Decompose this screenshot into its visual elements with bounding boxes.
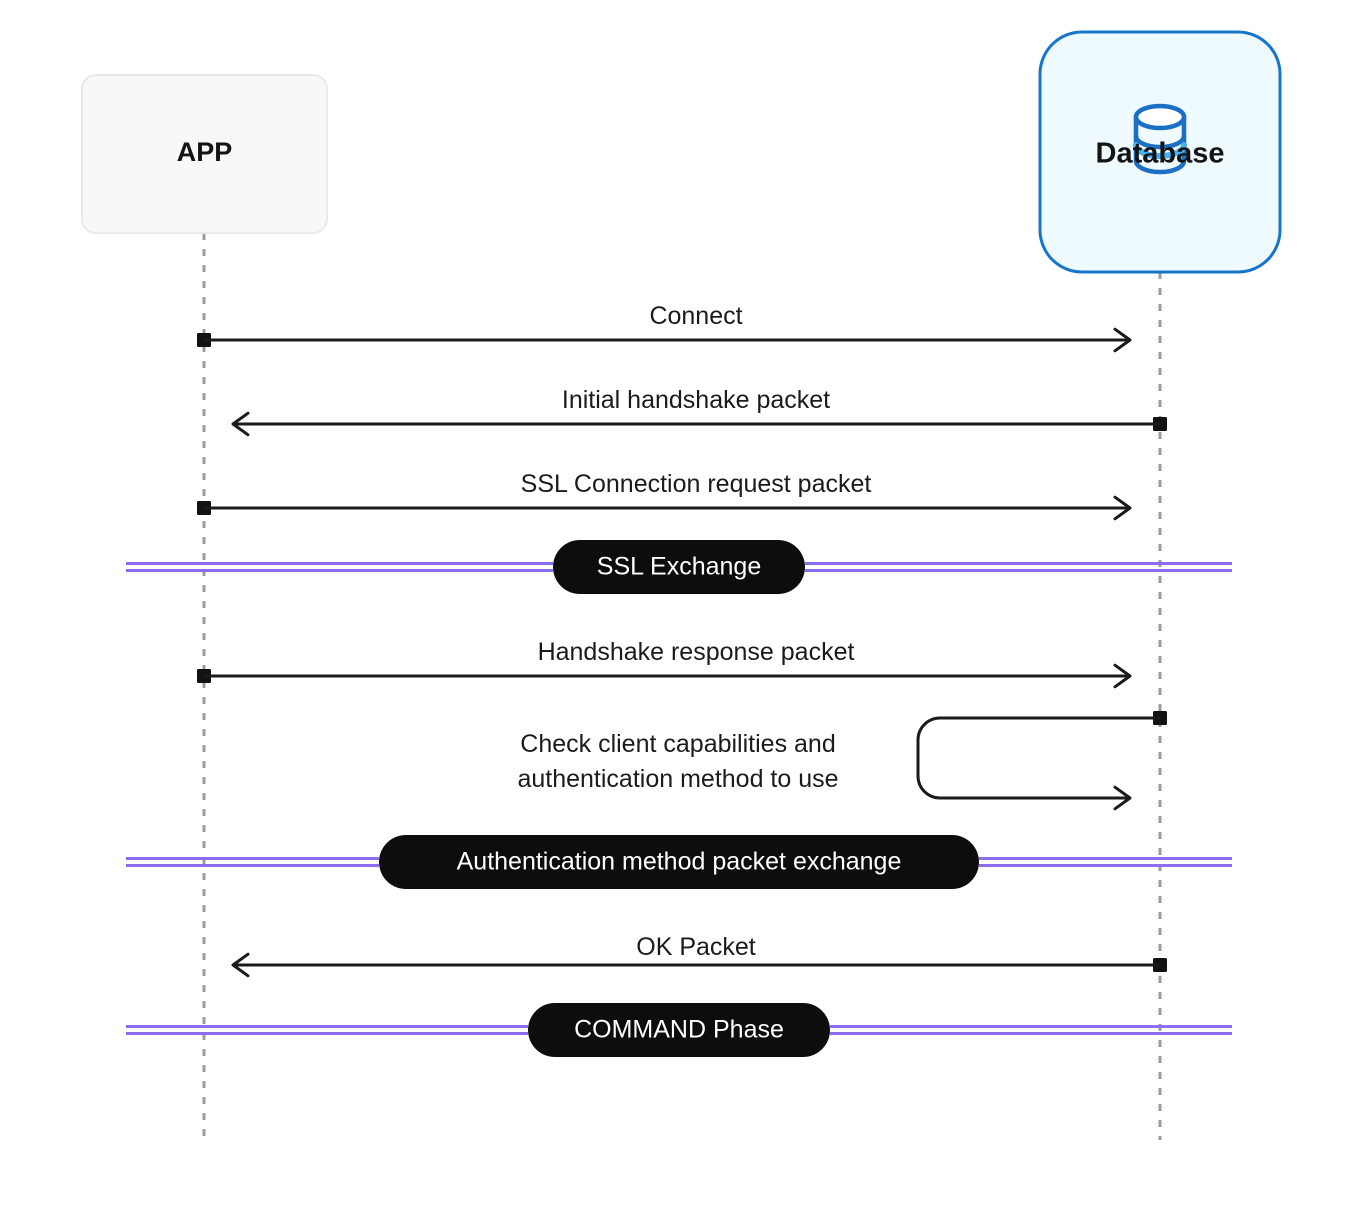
message-label: SSL Connection request packet [521,470,872,498]
message-arrowhead [231,952,250,978]
divider-pill [528,1003,830,1057]
self-message-arrowhead [1113,785,1132,811]
divider-label: Authentication method packet exchange [457,848,902,876]
message-ok-packet: OK Packet [231,933,1167,978]
participant-app[interactable]: APP [81,74,328,234]
divider-ssl-exchange: SSL Exchange [126,540,1232,594]
message-initial-handshake: Initial handshake packet [231,386,1167,437]
message-handshake-response: Handshake response packet [197,638,1132,689]
message-arrowhead [231,411,250,437]
participant-database-label: Database [1096,138,1225,170]
self-message-check-capabilities: Check client capabilities and authenticat… [517,711,1167,811]
message-arrowhead [1113,327,1132,353]
self-message-path [916,716,1160,800]
divider-pill [379,835,979,889]
database-cylinder-icon [1133,103,1187,175]
message-label: Initial handshake packet [562,386,830,414]
divider-command-phase: COMMAND Phase [126,1003,1232,1057]
message-label: OK Packet [636,933,756,961]
self-message-label-line1: Check client capabilities and [520,730,835,758]
lifelines [202,233,1162,1140]
participant-app-label: APP [177,137,233,167]
participant-app-box[interactable] [81,74,328,234]
self-message-label-line2: authentication method to use [517,765,838,793]
divider-pill [553,540,805,594]
message-arrowhead [1113,663,1132,689]
message-arrowhead [1113,495,1132,521]
message-connect: Connect [197,302,1132,353]
divider-label: SSL Exchange [597,553,761,581]
message-label: Handshake response packet [538,638,855,666]
participant-database[interactable]: Database [1038,30,1282,274]
divider-auth-exchange: Authentication method packet exchange [126,835,1232,889]
message-ssl-request: SSL Connection request packet [197,470,1132,521]
message-label: Connect [649,302,742,330]
participant-database-box[interactable] [1038,30,1282,274]
divider-label: COMMAND Phase [574,1016,784,1044]
self-messages-layer: Check client capabilities and authenticat… [517,711,1167,811]
